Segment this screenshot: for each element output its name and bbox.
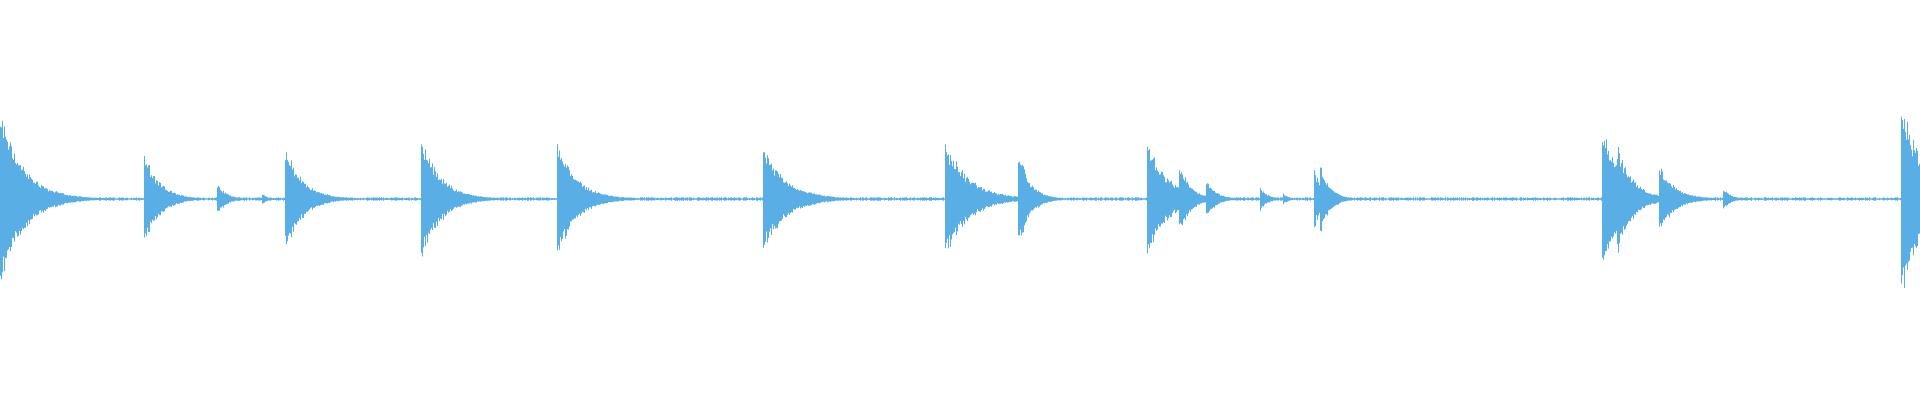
- waveform-trace: [0, 116, 1920, 288]
